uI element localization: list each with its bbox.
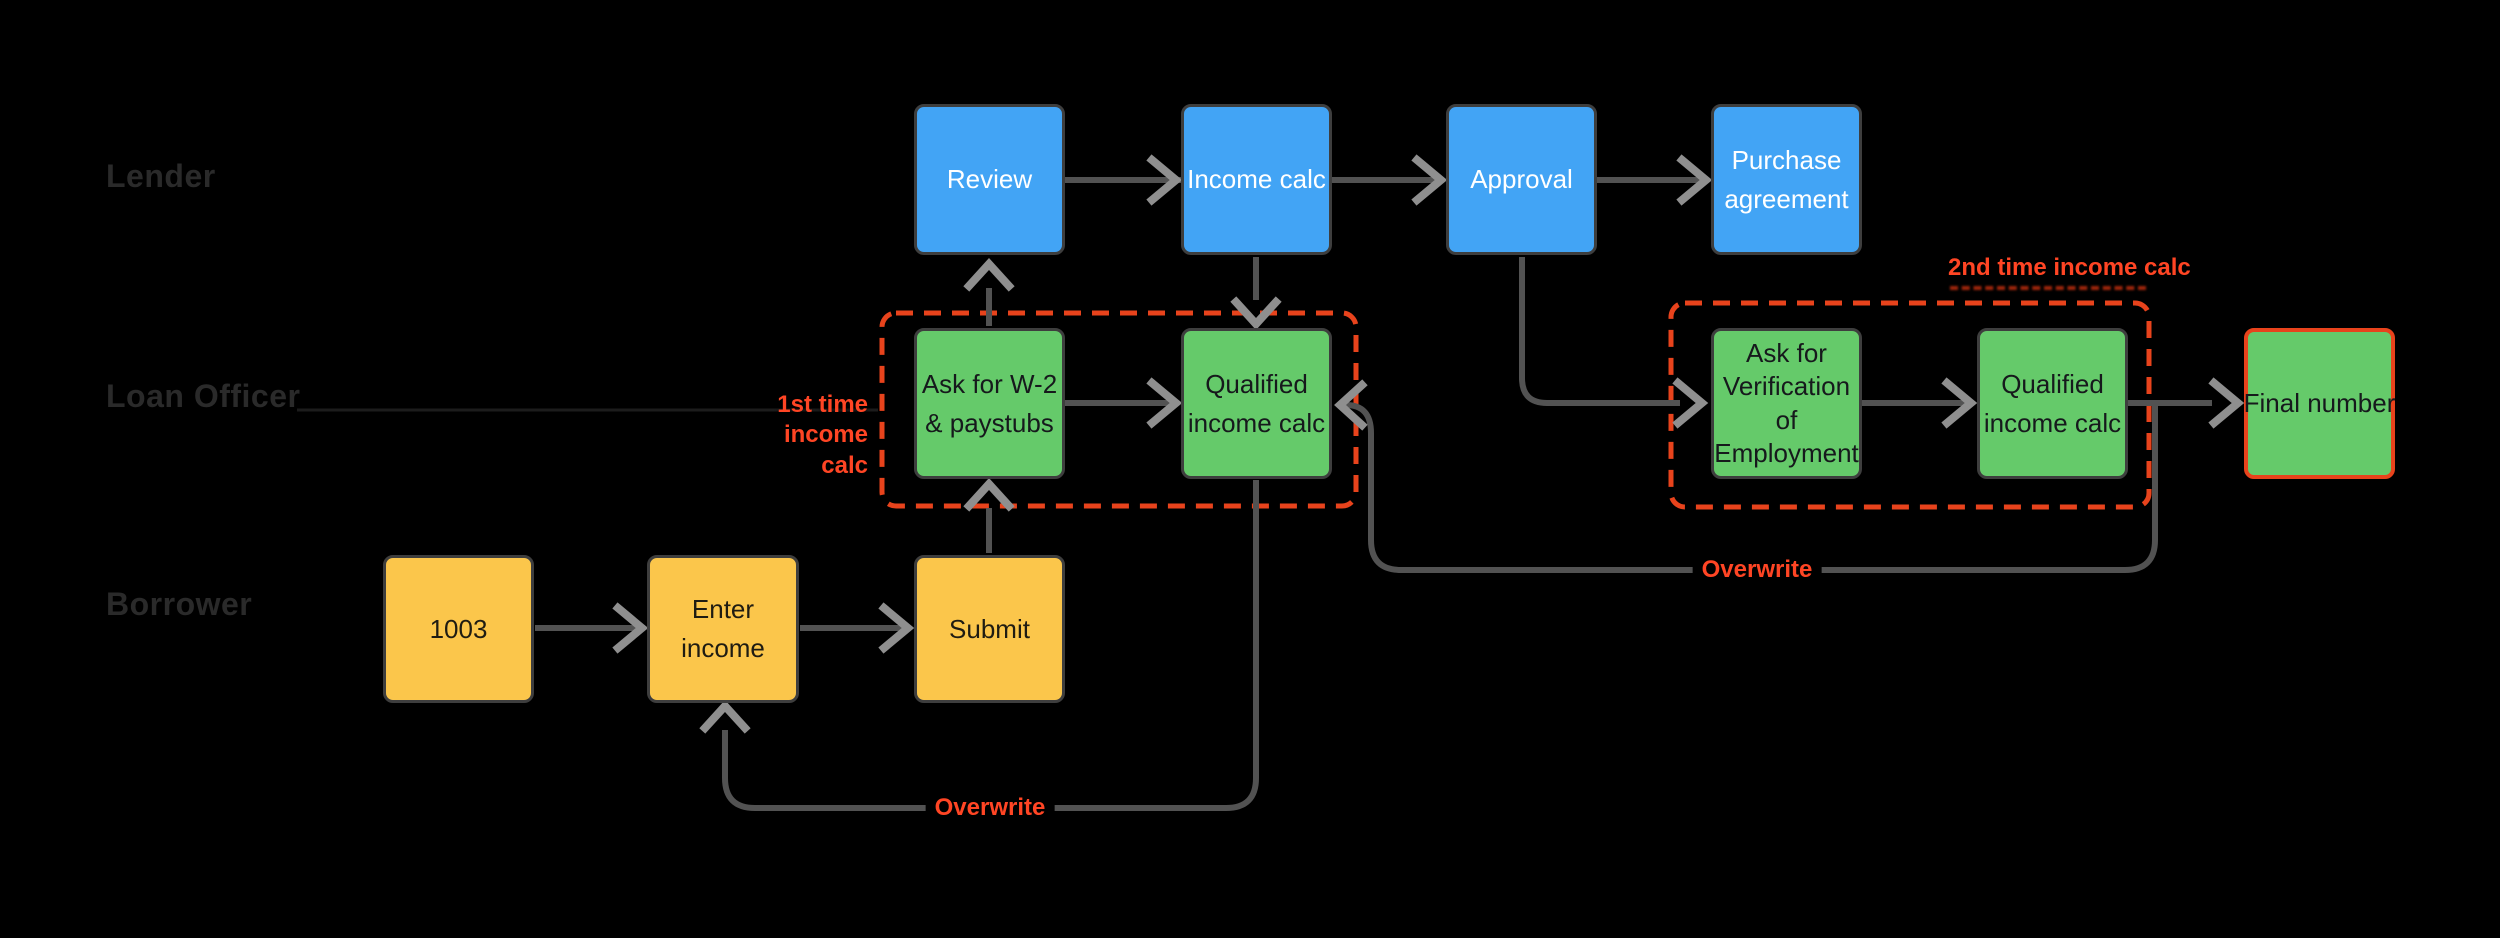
node-qualified-income-calc-2[interactable]: Qualified income calc [1977,328,2128,479]
lane-label-loan-officer[interactable]: Loan Officer [106,378,301,414]
node-final-number[interactable]: Final number [2244,328,2395,479]
node-approval-label: Approval [1470,164,1573,194]
connector-income-calc-to-qualified-calc-1[interactable] [1230,257,1282,330]
node-enter-income-label: Enter income [681,594,765,663]
node-1003-label: 1003 [429,613,488,644]
node-income-calc[interactable]: Income calc [1181,104,1332,255]
node-submit[interactable]: Submit [914,555,1065,703]
node-approval[interactable]: Approval [1446,104,1597,255]
node-income-calc-label: Income calc [1187,164,1326,194]
node-qualified-income-calc-1-label: Qualified income calc [1187,368,1326,438]
node-submit-label: Submit [949,613,1030,644]
annotation-first-time-income-calc[interactable]: 1st time income calc [777,391,868,479]
annotation-second-time-underline [1950,286,2146,290]
annotation-second-time-income-calc[interactable]: 2nd time income calc [1948,254,2191,281]
connector-ask-voe-to-qualified-calc-2[interactable] [1862,377,1978,429]
lane-label-borrower[interactable]: Borrower [106,586,253,622]
annotation-overwrite-right[interactable]: Overwrite [1692,554,1822,586]
node-purchase-agreement[interactable]: Purchase agreement [1711,104,1862,255]
connector-approval-to-ask-voe[interactable] [1519,257,1709,429]
node-1003[interactable]: 1003 [383,555,534,703]
connector-qualified-calc-2-to-final-number[interactable] [2128,377,2245,429]
connector-ask-w2-to-review[interactable] [963,258,1015,326]
node-ask-verification-of-employment-label: Ask for Verification of Employment [1714,338,1859,468]
node-purchase-agreement-label: Purchase agreement [1724,144,1849,214]
node-ask-w2-paystubs[interactable]: Ask for W-2 & paystubs [914,328,1065,479]
node-qualified-income-calc-2-label: Qualified income calc [1983,368,2122,438]
node-ask-verification-of-employment[interactable]: Ask for Verification of Employment [1711,328,1862,479]
node-qualified-income-calc-1[interactable]: Qualified income calc [1181,328,1332,479]
connector-overwrite-to-qualified-calc-1[interactable] [1334,379,2158,573]
node-final-number-label: Final number [2243,388,2396,418]
connector-1003-to-enter-income[interactable] [535,602,649,654]
lane-label-lender[interactable]: Lender [106,158,216,194]
node-review[interactable]: Review [914,104,1065,255]
connector-income-calc-to-approval[interactable] [1332,154,1448,206]
first-calc-group-outline[interactable] [879,310,1359,509]
connector-enter-income-to-submit[interactable] [800,602,915,654]
second-calc-group-outline[interactable] [1668,300,2152,510]
node-enter-income[interactable]: Enter income [647,555,799,703]
node-review-label: Review [946,164,1033,194]
connector-submit-to-ask-w2[interactable] [963,478,1015,553]
annotation-overwrite-bottom[interactable]: Overwrite [925,792,1055,824]
connector-ask-w2-to-qualified-calc-1[interactable] [1065,377,1183,429]
node-ask-w2-paystubs-label: Ask for W-2 & paystubs [921,368,1058,438]
connector-approval-to-purchase-agreement[interactable] [1597,154,1713,206]
